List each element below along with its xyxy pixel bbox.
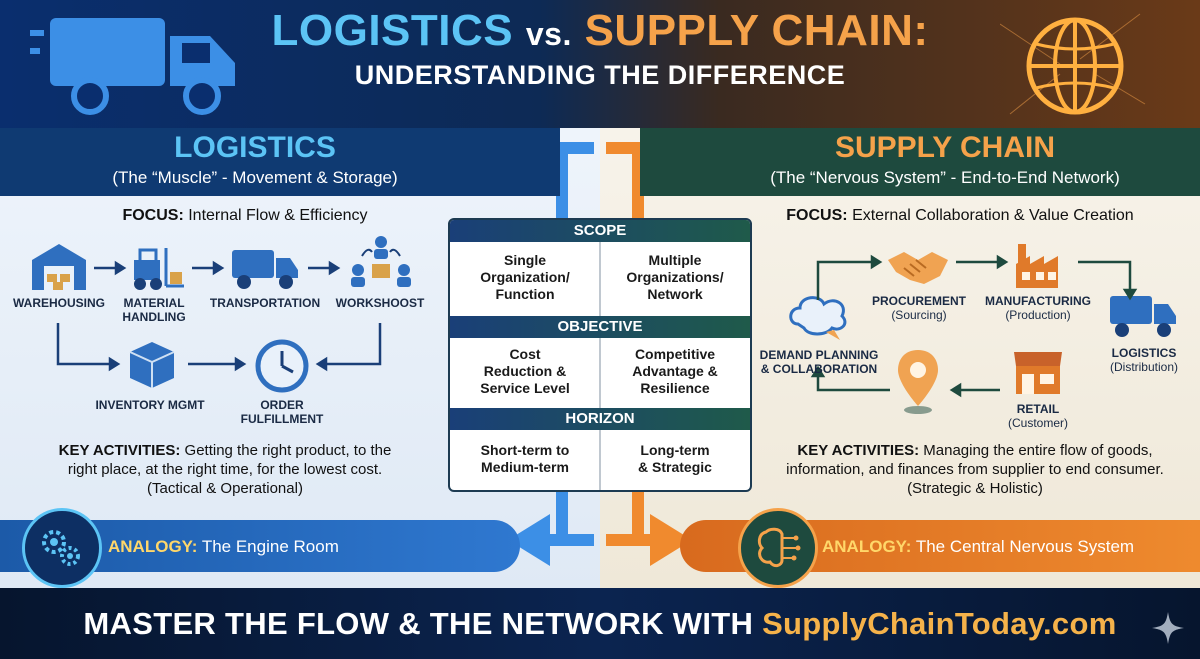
step-inventory: INVENTORY MGMT — [95, 398, 205, 412]
step-workshoost: WORKSHOOST — [335, 296, 425, 310]
footer-site: SupplyChainToday.com — [762, 606, 1117, 641]
supply-chain-analogy: ANALOGY: The Central Nervous System — [822, 537, 1135, 556]
thought-bubble-icon — [789, 296, 847, 340]
step-logistics-sub: (Distribution) — [1109, 360, 1178, 374]
step-material-line1: MATERIAL — [123, 296, 185, 310]
supply-chain-subtitle: (The “Nervous System” - End-to-End Netwo… — [770, 168, 1120, 187]
gears-badge — [22, 508, 102, 588]
supply-cycle-arrows — [810, 254, 1138, 398]
brain-badge — [738, 508, 818, 588]
objective-header: OBJECTIVE — [450, 316, 750, 338]
delivery-truck-icon — [232, 250, 298, 289]
step-order-line1: ORDER — [260, 398, 304, 412]
main-title: LOGISTICS vs. SUPPLY CHAIN: — [0, 6, 1200, 56]
logistics-flow-arrows — [56, 260, 382, 372]
step-procurement-sub: (Sourcing) — [891, 308, 947, 322]
footer-banner — [0, 588, 1200, 659]
truck-icon — [30, 18, 235, 115]
step-retail: RETAIL — [1016, 402, 1060, 416]
workshop-team-icon — [351, 236, 411, 287]
step-retail-sub: (Customer) — [1007, 416, 1068, 430]
logistics-subtitle: (The “Muscle” - Movement & Storage) — [112, 168, 398, 187]
location-pin-icon — [898, 350, 938, 414]
sparkle-icon — [1152, 612, 1184, 644]
logistics-key-activities: KEY ACTIVITIES: Getting the right produc… — [58, 442, 392, 497]
logistics-title: LOGISTICS — [174, 131, 336, 164]
handshake-icon — [888, 252, 948, 284]
step-manufacturing: MANUFACTURING — [985, 294, 1091, 308]
logistics-header — [0, 128, 560, 196]
supply-chain-key-activities: KEY ACTIVITIES: Managing the entire flow… — [786, 442, 1164, 497]
logistics-analogy: ANALOGY: The Engine Room — [108, 537, 339, 556]
scope-header: SCOPE — [450, 220, 750, 242]
horizon-header: HORIZON — [450, 408, 750, 430]
clock-icon — [255, 339, 309, 393]
supply-chain-focus: FOCUS: External Collaboration & Value Cr… — [786, 207, 1134, 224]
distribution-truck-icon — [1110, 296, 1176, 337]
main-subtitle: UNDERSTANDING THE DIFFERENCE — [354, 60, 846, 90]
title-vs: vs. — [525, 16, 572, 52]
scope-divider — [599, 242, 601, 316]
store-icon — [1014, 352, 1062, 394]
title-supply-chain: SUPPLY CHAIN: — [584, 6, 929, 55]
step-material-line2: HANDLING — [122, 310, 186, 324]
step-demand-line2: & COLLABORATION — [760, 362, 878, 376]
step-manufacturing-sub: (Production) — [1005, 308, 1071, 322]
warehouse-icon — [32, 244, 86, 290]
box-icon — [129, 342, 175, 388]
title-logistics: LOGISTICS — [271, 6, 514, 55]
step-procurement: PROCUREMENT — [871, 294, 966, 308]
footer-text: MASTER THE FLOW & THE NETWORK WITH Suppl… — [83, 606, 1117, 641]
factory-icon — [1016, 244, 1058, 288]
horizon-right: Long-term& Strategic — [638, 442, 712, 475]
supply-chain-title: SUPPLY CHAIN — [834, 131, 1056, 164]
step-logistics: LOGISTICS — [1111, 346, 1177, 360]
globe-icon — [1000, 13, 1146, 115]
forklift-icon — [134, 248, 184, 290]
gears-icon — [42, 530, 80, 566]
step-transportation: TRANSPORTATION — [209, 296, 321, 310]
supply-chain-header — [640, 128, 1200, 196]
brain-circuit-icon — [757, 527, 801, 568]
objective-divider — [599, 338, 601, 408]
horizon-divider — [599, 430, 601, 490]
step-order-line2: FULFILLMENT — [240, 412, 324, 426]
step-warehousing: WAREHOUSING — [12, 296, 105, 310]
logistics-focus: FOCUS: Internal Flow & Efficiency — [122, 207, 368, 224]
step-demand-line1: DEMAND PLANNING — [759, 348, 879, 362]
